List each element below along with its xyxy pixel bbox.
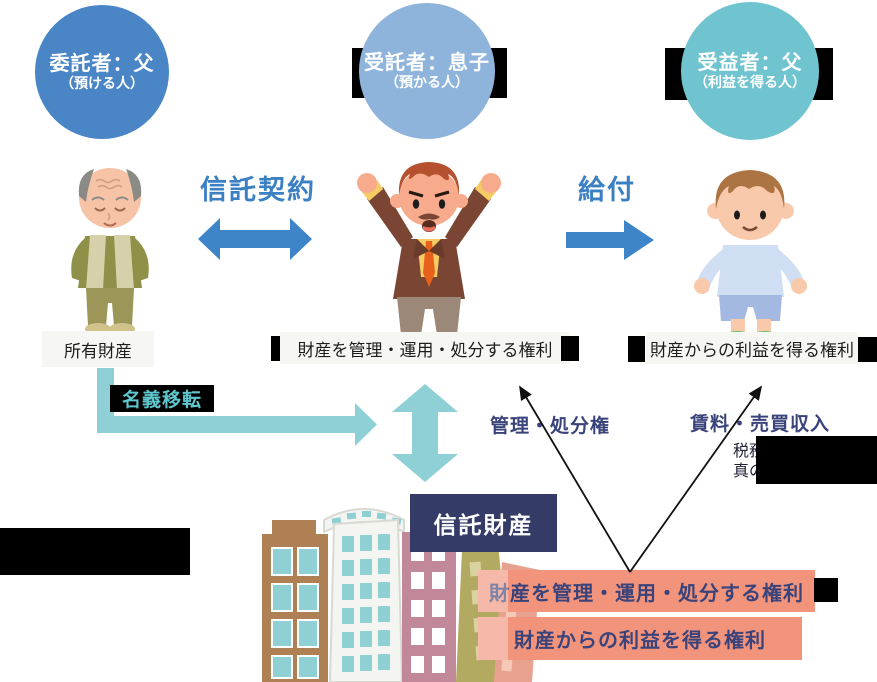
redaction-box-note [756,436,877,484]
redaction-mark-rights-box [814,578,838,602]
trust-property-title-box: 信託財産 [410,494,557,552]
trust-contract-double-arrow [198,218,312,260]
boy-illustration [694,170,807,345]
role-circle-trustee: 受託者：息子 （預かる人） [359,3,495,139]
benefit-label: 給付 [578,175,636,206]
elderly-man-illustration [71,168,149,335]
manage-right-label: 財産を管理・運用・処分する権利 [280,332,570,364]
redaction-mark-left-benefit [628,336,645,362]
trustee-subtitle: （預かる人） [385,74,469,91]
redaction-mark-right-manage [561,336,579,361]
redaction-mark-right-benefit [858,337,877,362]
trust-contract-label: 信託契約 [200,175,316,206]
settlor-title: 委託者：父 [49,50,155,75]
role-circle-beneficiary: 受益者：父 （利益を得る人） [681,2,819,140]
name-transfer-arrow [97,368,377,446]
name-transfer-label: 名義移転 [110,385,214,412]
management-disposal-note: 管理・処分権 [490,415,611,437]
benefit-arrow [566,220,654,260]
trustee-title: 受託者：息子 [364,49,490,74]
owned-property-label: 所有財産 [42,331,154,367]
businessman-illustration [357,162,501,344]
redaction-mark-left-manage [271,336,282,361]
trust-right-manage-box: 財産を管理・運用・処分する権利 [478,570,815,612]
trust-right-benefit-box: 財産からの利益を得る権利 [478,617,802,660]
beneficiary-subtitle: （利益を得る人） [694,74,806,91]
benefit-right-label: 財産からの利益を得る権利 [646,332,858,364]
rent-sale-income-note: 賃料・売買収入 [690,413,831,435]
redaction-box-left [0,528,190,575]
beneficiary-title: 受益者：父 [697,49,803,74]
role-circle-settlor: 委託者：父 （預ける人） [35,5,169,139]
settlor-subtitle: （預ける人） [60,75,144,92]
trust-property-double-arrow [392,384,458,482]
